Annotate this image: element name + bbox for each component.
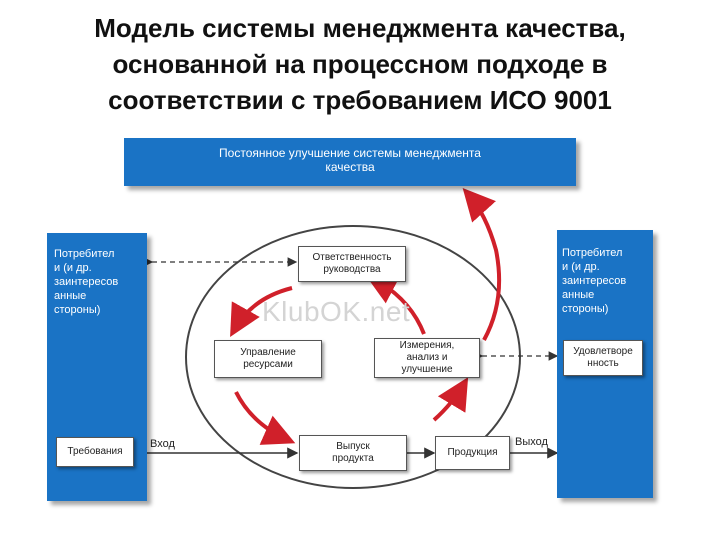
right-stakeholders-label: Потребител и (и др. заинтересов анные ст… (562, 246, 654, 316)
right-stake-line: заинтересов (562, 275, 627, 287)
satisfaction-line: Удовлетворе (573, 346, 633, 357)
red-arrow-product-to-measurement (432, 377, 469, 422)
red-arrow-improvement (462, 188, 502, 341)
production-line: Выпуск (336, 441, 370, 452)
output-label: Выход (515, 436, 548, 448)
red-arrow-responsibility-to-resources (230, 286, 293, 337)
measurement-line: улучшение (401, 364, 453, 375)
left-stakeholders-label: Потребител и (и др. заинтересов анные ст… (54, 247, 146, 317)
management-responsibility-box: Ответственность руководства (298, 246, 406, 282)
banner-line-2: качества (325, 160, 375, 174)
resources-line: Управление (240, 347, 296, 358)
title-line-3: соответствии с требованием ИСО 9001 (108, 85, 612, 115)
left-stake-line: Потребител (54, 248, 115, 260)
banner-line-1: Постоянное улучшение системы менеджмента (219, 146, 481, 160)
requirements-label: Требования (67, 446, 123, 457)
right-stake-line: стороны) (562, 303, 609, 315)
satisfaction-box: Удовлетворе нность (563, 340, 643, 376)
continuous-improvement-banner: Постоянное улучшение системы менеджмента… (124, 138, 576, 186)
left-stake-line: стороны) (54, 304, 101, 316)
input-label: Вход (150, 438, 175, 450)
watermark: KlubOK.net (262, 296, 411, 327)
product-label: Продукция (447, 447, 498, 458)
product-box: Продукция (435, 436, 510, 470)
title-line-1: Модель системы менеджмента качества, (94, 13, 626, 43)
measurement-line: Измерения, (399, 340, 455, 351)
left-stake-line: анные (54, 290, 87, 302)
left-stake-line: и (и др. (54, 262, 92, 274)
responsibility-line: руководства (323, 264, 381, 275)
measurement-line: анализ и (406, 352, 448, 363)
right-stake-line: анные (562, 289, 595, 301)
production-line: продукта (332, 453, 374, 464)
resources-line: ресурсами (243, 359, 293, 370)
red-arrow-resources-to-production (234, 391, 296, 445)
left-stake-line: заинтересов (54, 276, 119, 288)
title-line-2: основанной на процессном подходе в (112, 49, 608, 79)
slide-title: Модель системы менеджмента качества, осн… (0, 10, 720, 118)
right-stake-line: Потребител (562, 247, 623, 259)
product-realization-box: Выпуск продукта (299, 435, 407, 471)
responsibility-line: Ответственность (312, 252, 392, 263)
requirements-box: Требования (56, 437, 134, 467)
measurement-analysis-box: Измерения, анализ и улучшение (374, 338, 480, 378)
right-stake-line: и (и др. (562, 261, 600, 273)
resource-management-box: Управление ресурсами (214, 340, 322, 378)
satisfaction-line: нность (587, 358, 619, 369)
